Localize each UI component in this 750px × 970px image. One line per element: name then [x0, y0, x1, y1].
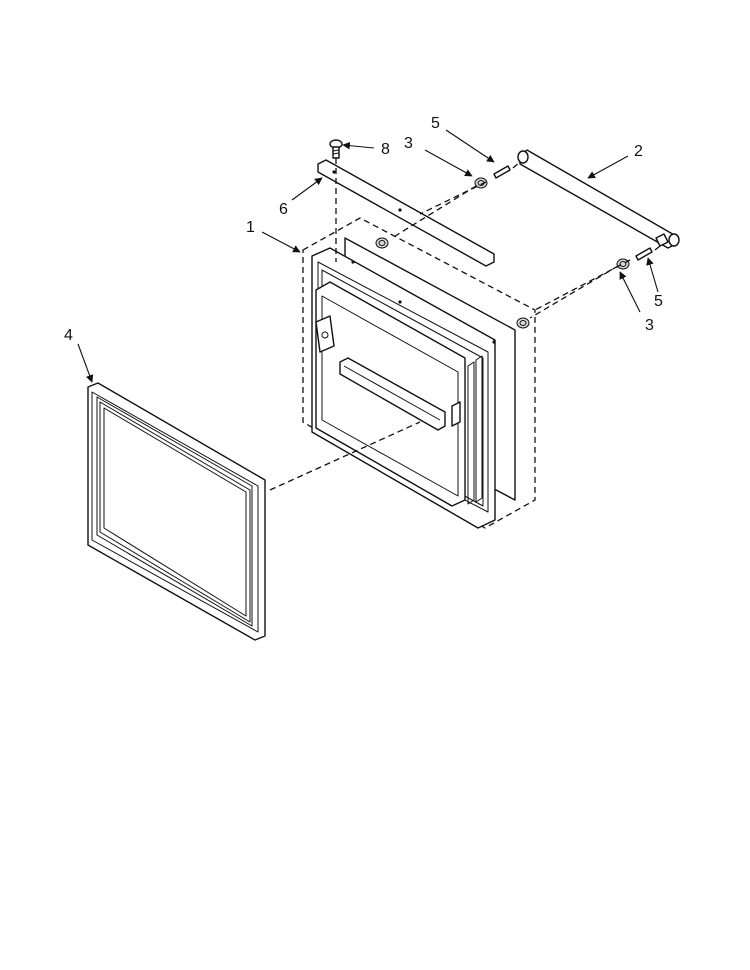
callout-3-lower: 3	[645, 317, 654, 334]
callout-leaders	[77, 129, 659, 383]
lower-bushing	[616, 258, 630, 270]
callout-5-upper: 5	[431, 115, 440, 132]
lower-panel-bushing	[516, 317, 530, 329]
callout-1: 1	[246, 219, 255, 236]
lower-pin	[635, 247, 653, 261]
door-gasket	[87, 382, 266, 641]
door-handle	[339, 357, 446, 431]
door-frame	[311, 247, 496, 529]
door-screw-holes	[351, 260, 496, 344]
callout-6: 6	[279, 201, 288, 218]
left-hinge-bracket	[315, 315, 335, 353]
callout-5-lower: 5	[654, 293, 663, 310]
hinge-rod	[517, 149, 680, 249]
door-assembly-boundary	[302, 217, 536, 529]
top-strip-bracket	[317, 159, 495, 267]
right-latch	[451, 401, 461, 427]
upper-pin	[493, 165, 511, 179]
assembly-lines	[269, 158, 661, 491]
screw	[329, 139, 343, 159]
upper-panel-bushing	[375, 237, 389, 249]
callout-3-upper: 3	[404, 135, 413, 152]
callout-8: 8	[381, 141, 390, 158]
callout-2: 2	[634, 143, 643, 160]
callout-4: 4	[64, 327, 73, 344]
